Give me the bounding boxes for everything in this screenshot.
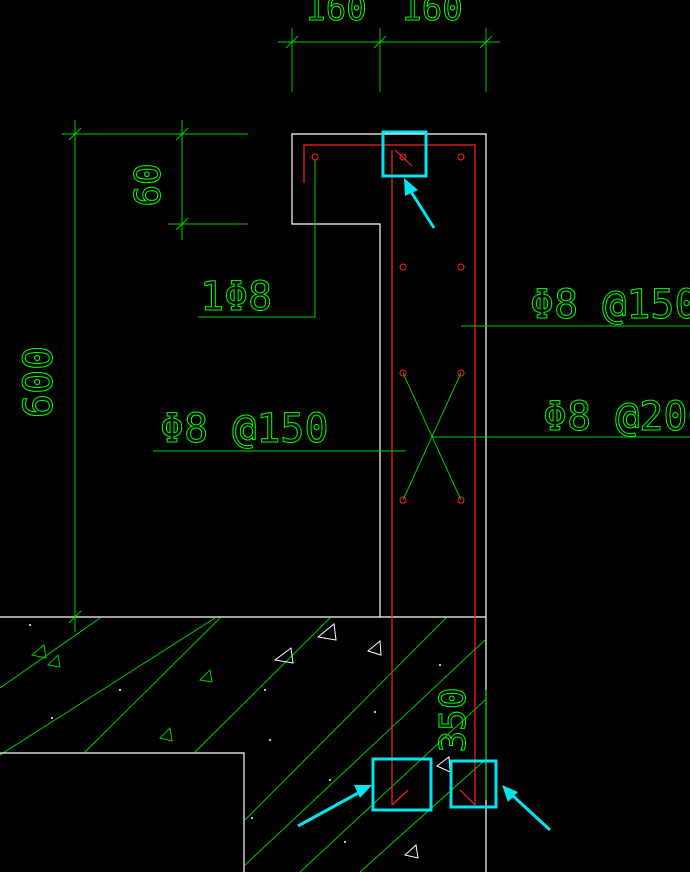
rebar-cage: [303, 144, 476, 806]
highlight-box-icon: [371, 757, 433, 812]
label-rebar-tie: Φ8 @200: [543, 394, 690, 440]
aggregate-dots: [29, 624, 441, 843]
arrow-icon: [297, 785, 372, 828]
leader-lines: [153, 160, 690, 452]
foundation-hatch: [0, 617, 486, 872]
dimension-texts: 160 160 60 600 350: [16, 0, 475, 753]
dim-top-right: 160: [401, 0, 462, 29]
arrow-icon: [404, 178, 436, 229]
pointer-arrows: [297, 178, 552, 832]
highlight-box-icon: [381, 130, 428, 178]
dim-embed-depth: 350: [433, 687, 474, 752]
aggregate-marks-green: [30, 644, 213, 742]
concrete-outline: [0, 133, 487, 872]
dim-wall-height: 600: [16, 346, 62, 418]
label-rebar-horizontal: Φ8 @150: [530, 282, 690, 328]
label-ledge-bar: 1Φ8: [200, 274, 272, 320]
dimension-lines: [62, 28, 500, 800]
rebar-labels: 1Φ8 Φ8 @150 Φ8 @200 Φ8 @150: [160, 274, 690, 453]
highlight-boxes: [371, 130, 498, 812]
dim-ledge-height: 60: [128, 163, 169, 206]
dim-top-left: 160: [305, 0, 366, 29]
rebar-dots: [311, 153, 465, 504]
highlight-box-icon: [449, 759, 498, 809]
arrow-icon: [502, 785, 552, 832]
label-rebar-left: Φ8 @150: [160, 406, 329, 452]
